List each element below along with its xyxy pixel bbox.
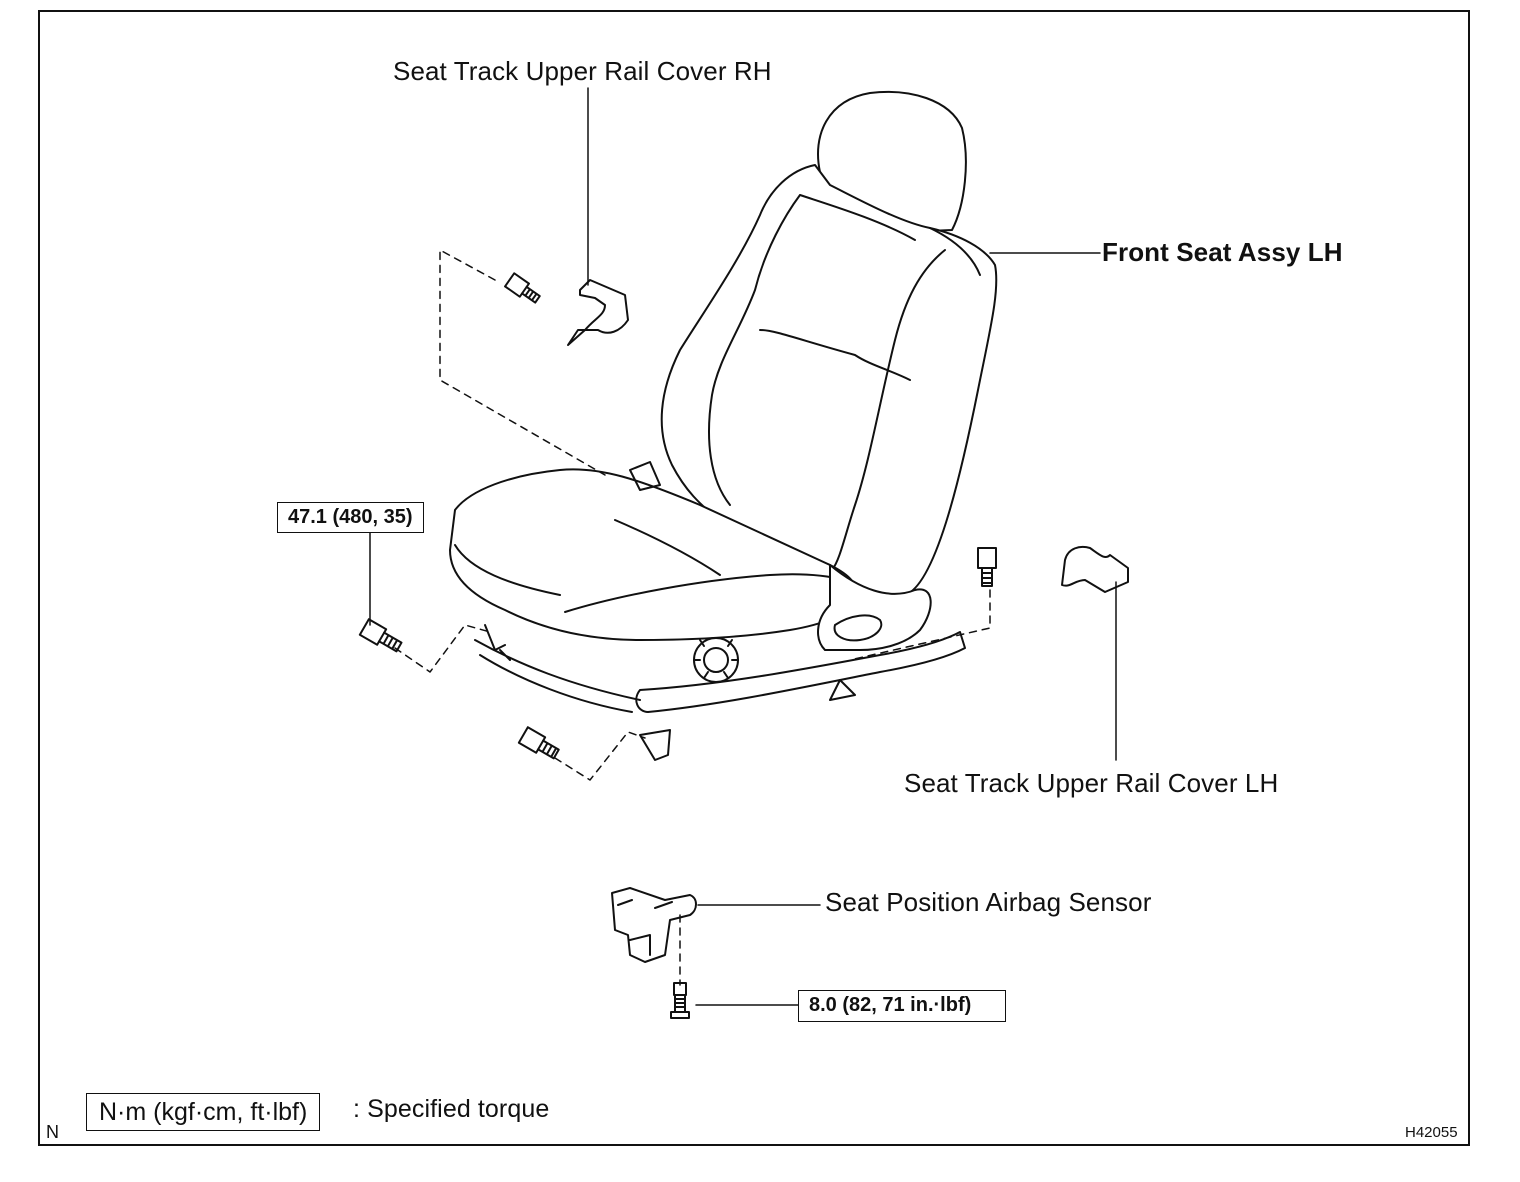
figure-code: H42055	[1405, 1124, 1458, 1141]
bolt-front-lower	[517, 726, 560, 760]
leader-lines	[369, 87, 1117, 1006]
airbag-sensor	[611, 887, 697, 963]
label-front-seat: Front Seat Assy LH	[1102, 237, 1343, 267]
torque-units-legend: N·m (kgf·cm, ft·lbf)	[86, 1093, 321, 1131]
bolt-rear-right	[977, 547, 997, 587]
bolt-rh-cover	[504, 272, 541, 304]
label-rail-cover-rh: Seat Track Upper Rail Cover RH	[393, 56, 772, 86]
recliner-lever	[833, 614, 883, 642]
torque-legend-meaning: : Specified torque	[353, 1095, 550, 1123]
airbag-sensor-detail	[617, 899, 673, 956]
seat-side-trim	[817, 564, 932, 651]
cushion-seams	[454, 519, 846, 613]
label-rail-cover-lh: Seat Track Upper Rail Cover LH	[904, 768, 1279, 798]
backrest-panel	[708, 194, 916, 506]
bolt-front-left	[358, 618, 403, 653]
torque-spec-sensor-bolt: 8.0 (82, 71 in.·lbf)	[798, 990, 1006, 1022]
track-bracket-front	[484, 461, 856, 701]
alignment-lines	[394, 249, 991, 986]
seat-track-frame	[635, 631, 966, 713]
rail-cover-rh	[567, 279, 629, 346]
bolt-sensor	[670, 982, 690, 1019]
track-bracket-rear	[639, 729, 671, 761]
diagram-frame	[38, 10, 1470, 1146]
rail-cover-lh	[1061, 545, 1129, 593]
torque-spec-seat-bolt: 47.1 (480, 35)	[277, 502, 424, 533]
front-seat-assy	[449, 90, 998, 761]
seat-track-rail	[474, 639, 641, 713]
backrest-bolster	[831, 227, 981, 571]
height-adjust-knob	[693, 637, 739, 683]
label-airbag-sensor: Seat Position Airbag Sensor	[825, 887, 1152, 917]
corner-mark: N	[46, 1122, 59, 1142]
